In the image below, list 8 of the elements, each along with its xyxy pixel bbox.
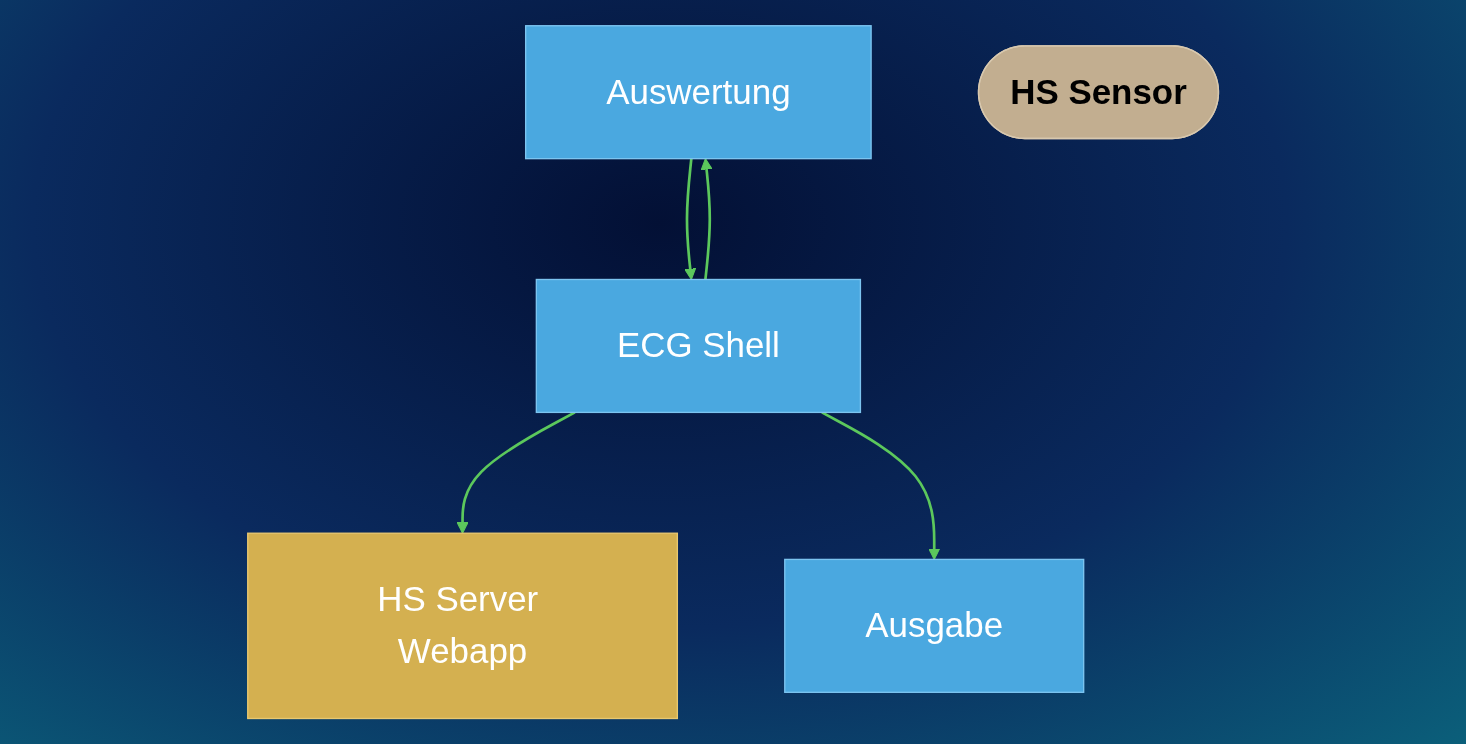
arrow [700, 158, 713, 280]
node-box: ECG Shell [535, 278, 861, 413]
arrow [684, 158, 696, 280]
arrow [456, 411, 576, 534]
arrow [821, 411, 941, 560]
node-box: Auswertung [524, 24, 872, 160]
node-box: HS Server Webapp [247, 532, 678, 720]
node-box: Ausgabe [784, 558, 1085, 693]
